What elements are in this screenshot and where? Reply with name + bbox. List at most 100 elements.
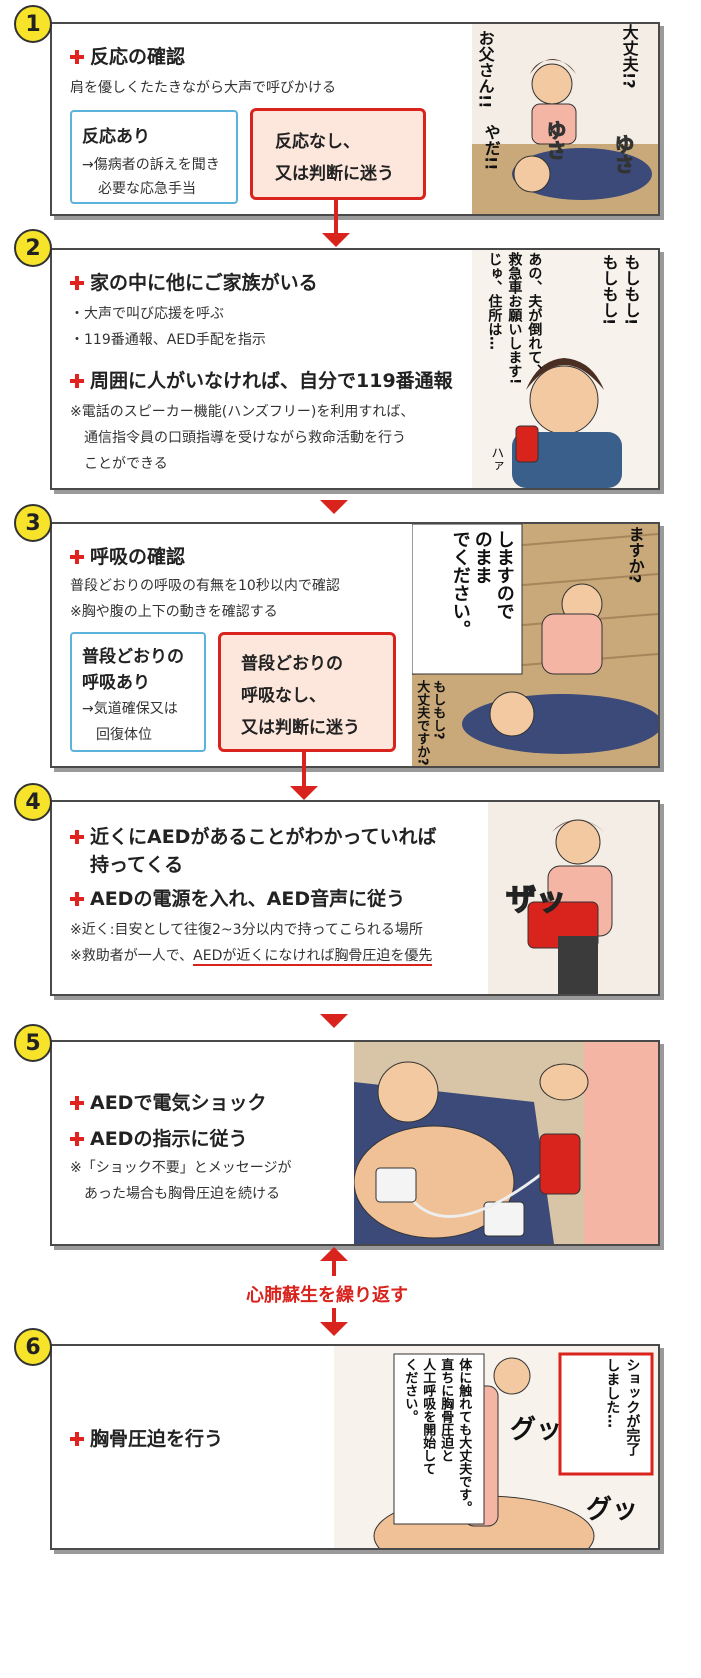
box-line: 回復体位 [96, 727, 152, 743]
step-number: 1 [25, 11, 41, 37]
step-number-badge: 2 [14, 229, 52, 267]
step-1-panel: 反応の確認 肩を優しくたたきながら大声で呼びかける 反応あり →傷病者の訴えを聞… [50, 22, 660, 216]
step-number-badge: 5 [14, 1024, 52, 1062]
repeat-arrow-line [332, 1260, 336, 1276]
box-line: 反応なし、 [275, 132, 360, 152]
bullet-item: ・119番通報、AED手配を指示 [70, 332, 266, 348]
note-line: 通信指令員の口頭指導を受けながら救命活動を行う [84, 430, 406, 446]
step-heading: 家の中に他にご家族がいる [70, 268, 318, 295]
speech-text: 大丈夫!? [619, 24, 639, 89]
step-text: 肩を優しくたたきながら大声で呼びかける [70, 80, 336, 96]
speech-text: 体に触れても大丈夫です。 [456, 1358, 472, 1514]
sound-effect-text: ザッ [505, 883, 567, 918]
manga-illustration: ショックが完了 しました… 体に触れても大丈夫です。 直ちに胸骨圧迫と 人工呼吸… [334, 1346, 658, 1548]
manga-illustration: お父さん!! 大丈夫!? ゆさ ゆさ やだ!! [472, 24, 658, 214]
step-heading: AEDで電気ショック [70, 1088, 266, 1115]
speech-text: しました… [604, 1358, 621, 1428]
breathing-yes-box: 普段どおりの 呼吸あり →気道確保又は 回復体位 [70, 632, 206, 752]
box-line: 又は判断に迷う [241, 718, 360, 738]
manga-illustration [354, 1042, 658, 1244]
step-number-badge: 6 [14, 1328, 52, 1366]
speech-text: ショックが完了 [624, 1358, 641, 1456]
red-cross-icon [70, 50, 84, 64]
step-text: ※胸や腹の上下の動きを確認する [70, 604, 278, 620]
step-text: 普段どおりの呼吸の有無を10秒以内で確認 [70, 578, 340, 594]
speech-text: でください。 [449, 530, 471, 638]
speech-text: あの、夫が倒れて、 [526, 252, 543, 378]
heading-text: 家の中に他にご家族がいる [90, 272, 318, 294]
note-line: ことができる [84, 456, 168, 472]
note-underlined: AEDが近くになければ胸骨圧迫を優先 [193, 948, 433, 966]
manga-illustration: ザッ [488, 802, 658, 994]
red-cross-icon [70, 374, 84, 388]
step-heading: AEDの電源を入れ、AED音声に従う [70, 884, 405, 911]
heading-text: AEDで電気ショック [90, 1092, 267, 1114]
red-cross-icon [70, 1132, 84, 1146]
speech-text: もしもし! [599, 254, 619, 326]
step-number: 4 [25, 789, 41, 815]
repeat-label: 心肺蘇生を繰り返す [246, 1285, 408, 1306]
repeat-arrow-up-head [320, 1247, 348, 1261]
note-line: ※電話のスピーカー機能(ハンズフリー)を利用すれば、 [70, 404, 415, 420]
step-heading: 胸骨圧迫を行う [70, 1424, 223, 1451]
step-number-badge: 1 [14, 5, 52, 43]
speech-text: ますか? [625, 526, 645, 584]
step-3-panel: 呼吸の確認 普段どおりの呼吸の有無を10秒以内で確認 ※胸や腹の上下の動きを確認… [50, 522, 660, 768]
heading-text: 近くにAEDがあることがわかっていれば [90, 826, 437, 848]
step-4-panel: 近くにAEDがあることがわかっていれば 持ってくる AEDの電源を入れ、AED音… [50, 800, 660, 996]
red-cross-icon [70, 892, 84, 906]
step-heading-continued: 持ってくる [90, 854, 184, 876]
speech-text: もしもし! [621, 254, 641, 326]
note-line: ※近く:目安として往復2~3分以内で持ってこられる場所 [70, 922, 423, 938]
step-heading: 反応の確認 [70, 42, 185, 69]
step-number: 3 [25, 510, 41, 536]
flow-arrow-head [290, 786, 318, 800]
speech-text: ください。 [402, 1358, 418, 1423]
flow-arrow-head [320, 500, 348, 514]
box-line: 普段どおりの [82, 647, 184, 667]
speech-text: お父さん!! [475, 30, 495, 109]
repeat-arrow-down-head [320, 1322, 348, 1336]
breathing-no-box: 普段どおりの 呼吸なし、 又は判断に迷う [218, 632, 396, 752]
manga-illustration-drawing [472, 59, 658, 214]
box-line: 又は判断に迷う [275, 164, 394, 184]
flow-arrow [302, 751, 306, 789]
box-line: 呼吸なし、 [241, 686, 326, 706]
step-number: 2 [25, 235, 41, 261]
step-2-panel: 家の中に他にご家族がいる ・大声で叫び応援を呼ぶ ・119番通報、AED手配を指… [50, 248, 660, 490]
speech-text: 人工呼吸を開始して [420, 1358, 436, 1475]
heading-text: 胸骨圧迫を行う [90, 1428, 224, 1450]
heading-text: AEDの指示に従う [90, 1128, 248, 1150]
speech-text: じゅ、住所は… [486, 252, 503, 350]
manga-illustration-drawing [512, 358, 622, 488]
sound-effect-text: グッ [586, 1495, 639, 1525]
box-line: 普段どおりの [241, 654, 343, 674]
note-line: あった場合も胸骨圧迫を続ける [84, 1186, 280, 1202]
box-title: 反応あり [82, 127, 150, 147]
step-heading: 呼吸の確認 [70, 542, 185, 569]
step-5-panel: AEDで電気ショック AEDの指示に従う ※「ショック不要」とメッセージが あっ… [50, 1040, 660, 1246]
sound-effect-text: ゆさ [543, 120, 568, 161]
step-heading: 近くにAEDがあることがわかっていれば [70, 822, 437, 849]
manga-illustration: もしもし! もしもし! あの、夫が倒れて、 救急車お願いします! じゅ、住所は…… [472, 250, 658, 488]
step-number-badge: 4 [14, 783, 52, 821]
step-heading: 周囲に人がいなければ、自分で119番通報 [70, 366, 453, 393]
flow-arrow-head [320, 1014, 348, 1028]
bullet-item: ・大声で叫び応援を呼ぶ [70, 306, 224, 322]
manga-illustration-drawing [412, 524, 658, 754]
sound-effect-text: ゆさ [611, 134, 636, 175]
red-cross-icon [70, 550, 84, 564]
heading-text: 周囲に人がいなければ、自分で119番通報 [90, 370, 453, 392]
heading-text: 反応の確認 [90, 46, 186, 68]
flow-arrow [334, 197, 338, 235]
heading-text: 呼吸の確認 [90, 546, 186, 568]
red-cross-icon [70, 1096, 84, 1110]
sound-effect-text: グッ [510, 1415, 563, 1445]
note-line: ※救助者が一人で、AEDが近くになければ胸骨圧迫を優先 [70, 948, 433, 966]
flow-arrow-head [322, 233, 350, 247]
speech-text: 救急車お願いします! [506, 252, 523, 385]
step-number: 5 [25, 1030, 41, 1056]
box-line: →傷病者の訴えを聞き [82, 157, 220, 173]
speech-text: もしもし? [430, 680, 446, 740]
red-cross-icon [70, 830, 84, 844]
